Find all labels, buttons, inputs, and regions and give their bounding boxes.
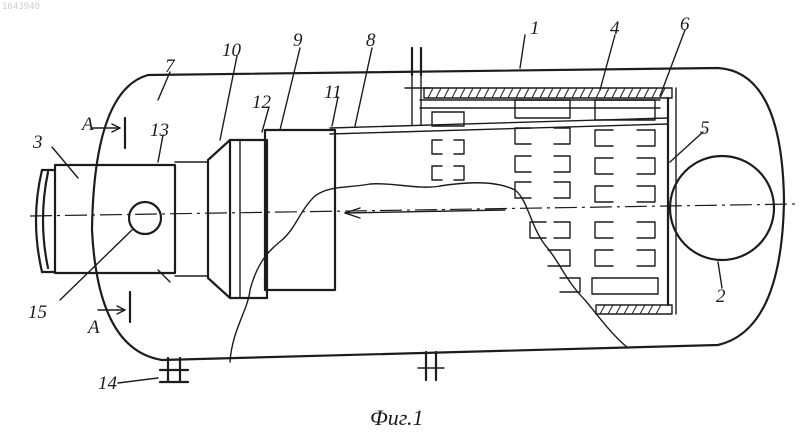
label-2: 2: [716, 286, 726, 307]
label-7: 7: [165, 56, 176, 77]
pipe-3: [36, 162, 208, 282]
corner-code: 1643940: [2, 2, 40, 12]
label-14: 14: [98, 373, 118, 394]
label-8: 8: [366, 30, 376, 51]
label-4: 4: [610, 18, 620, 39]
section-label-bottom: А: [86, 317, 100, 338]
block-9: [265, 130, 335, 290]
part-labels: 1 2 3 4 5 6 7 8 9 10 11 12 13 14 15 А А: [28, 14, 726, 394]
label-10: 10: [222, 40, 242, 61]
top-flange: [405, 48, 430, 125]
heating-elements: [432, 100, 658, 294]
label-5: 5: [700, 118, 710, 139]
label-13: 13: [150, 120, 169, 141]
figure-caption: Фиг.1: [370, 405, 424, 430]
bottom-support: [418, 352, 444, 380]
center-axis: [30, 204, 795, 216]
label-11: 11: [324, 82, 342, 103]
block-10: [208, 140, 267, 298]
drain-pipe: [160, 358, 188, 382]
label-6: 6: [680, 14, 690, 35]
label-15: 15: [28, 302, 47, 323]
label-12: 12: [252, 92, 272, 113]
label-9: 9: [293, 30, 303, 51]
label-1: 1: [530, 18, 540, 39]
end-circle: [670, 156, 774, 260]
section-label-top: А: [80, 114, 94, 135]
label-3: 3: [32, 132, 43, 153]
section-marker-top: [92, 118, 125, 148]
hole-15: [129, 202, 161, 234]
leader-lines: [52, 30, 722, 383]
